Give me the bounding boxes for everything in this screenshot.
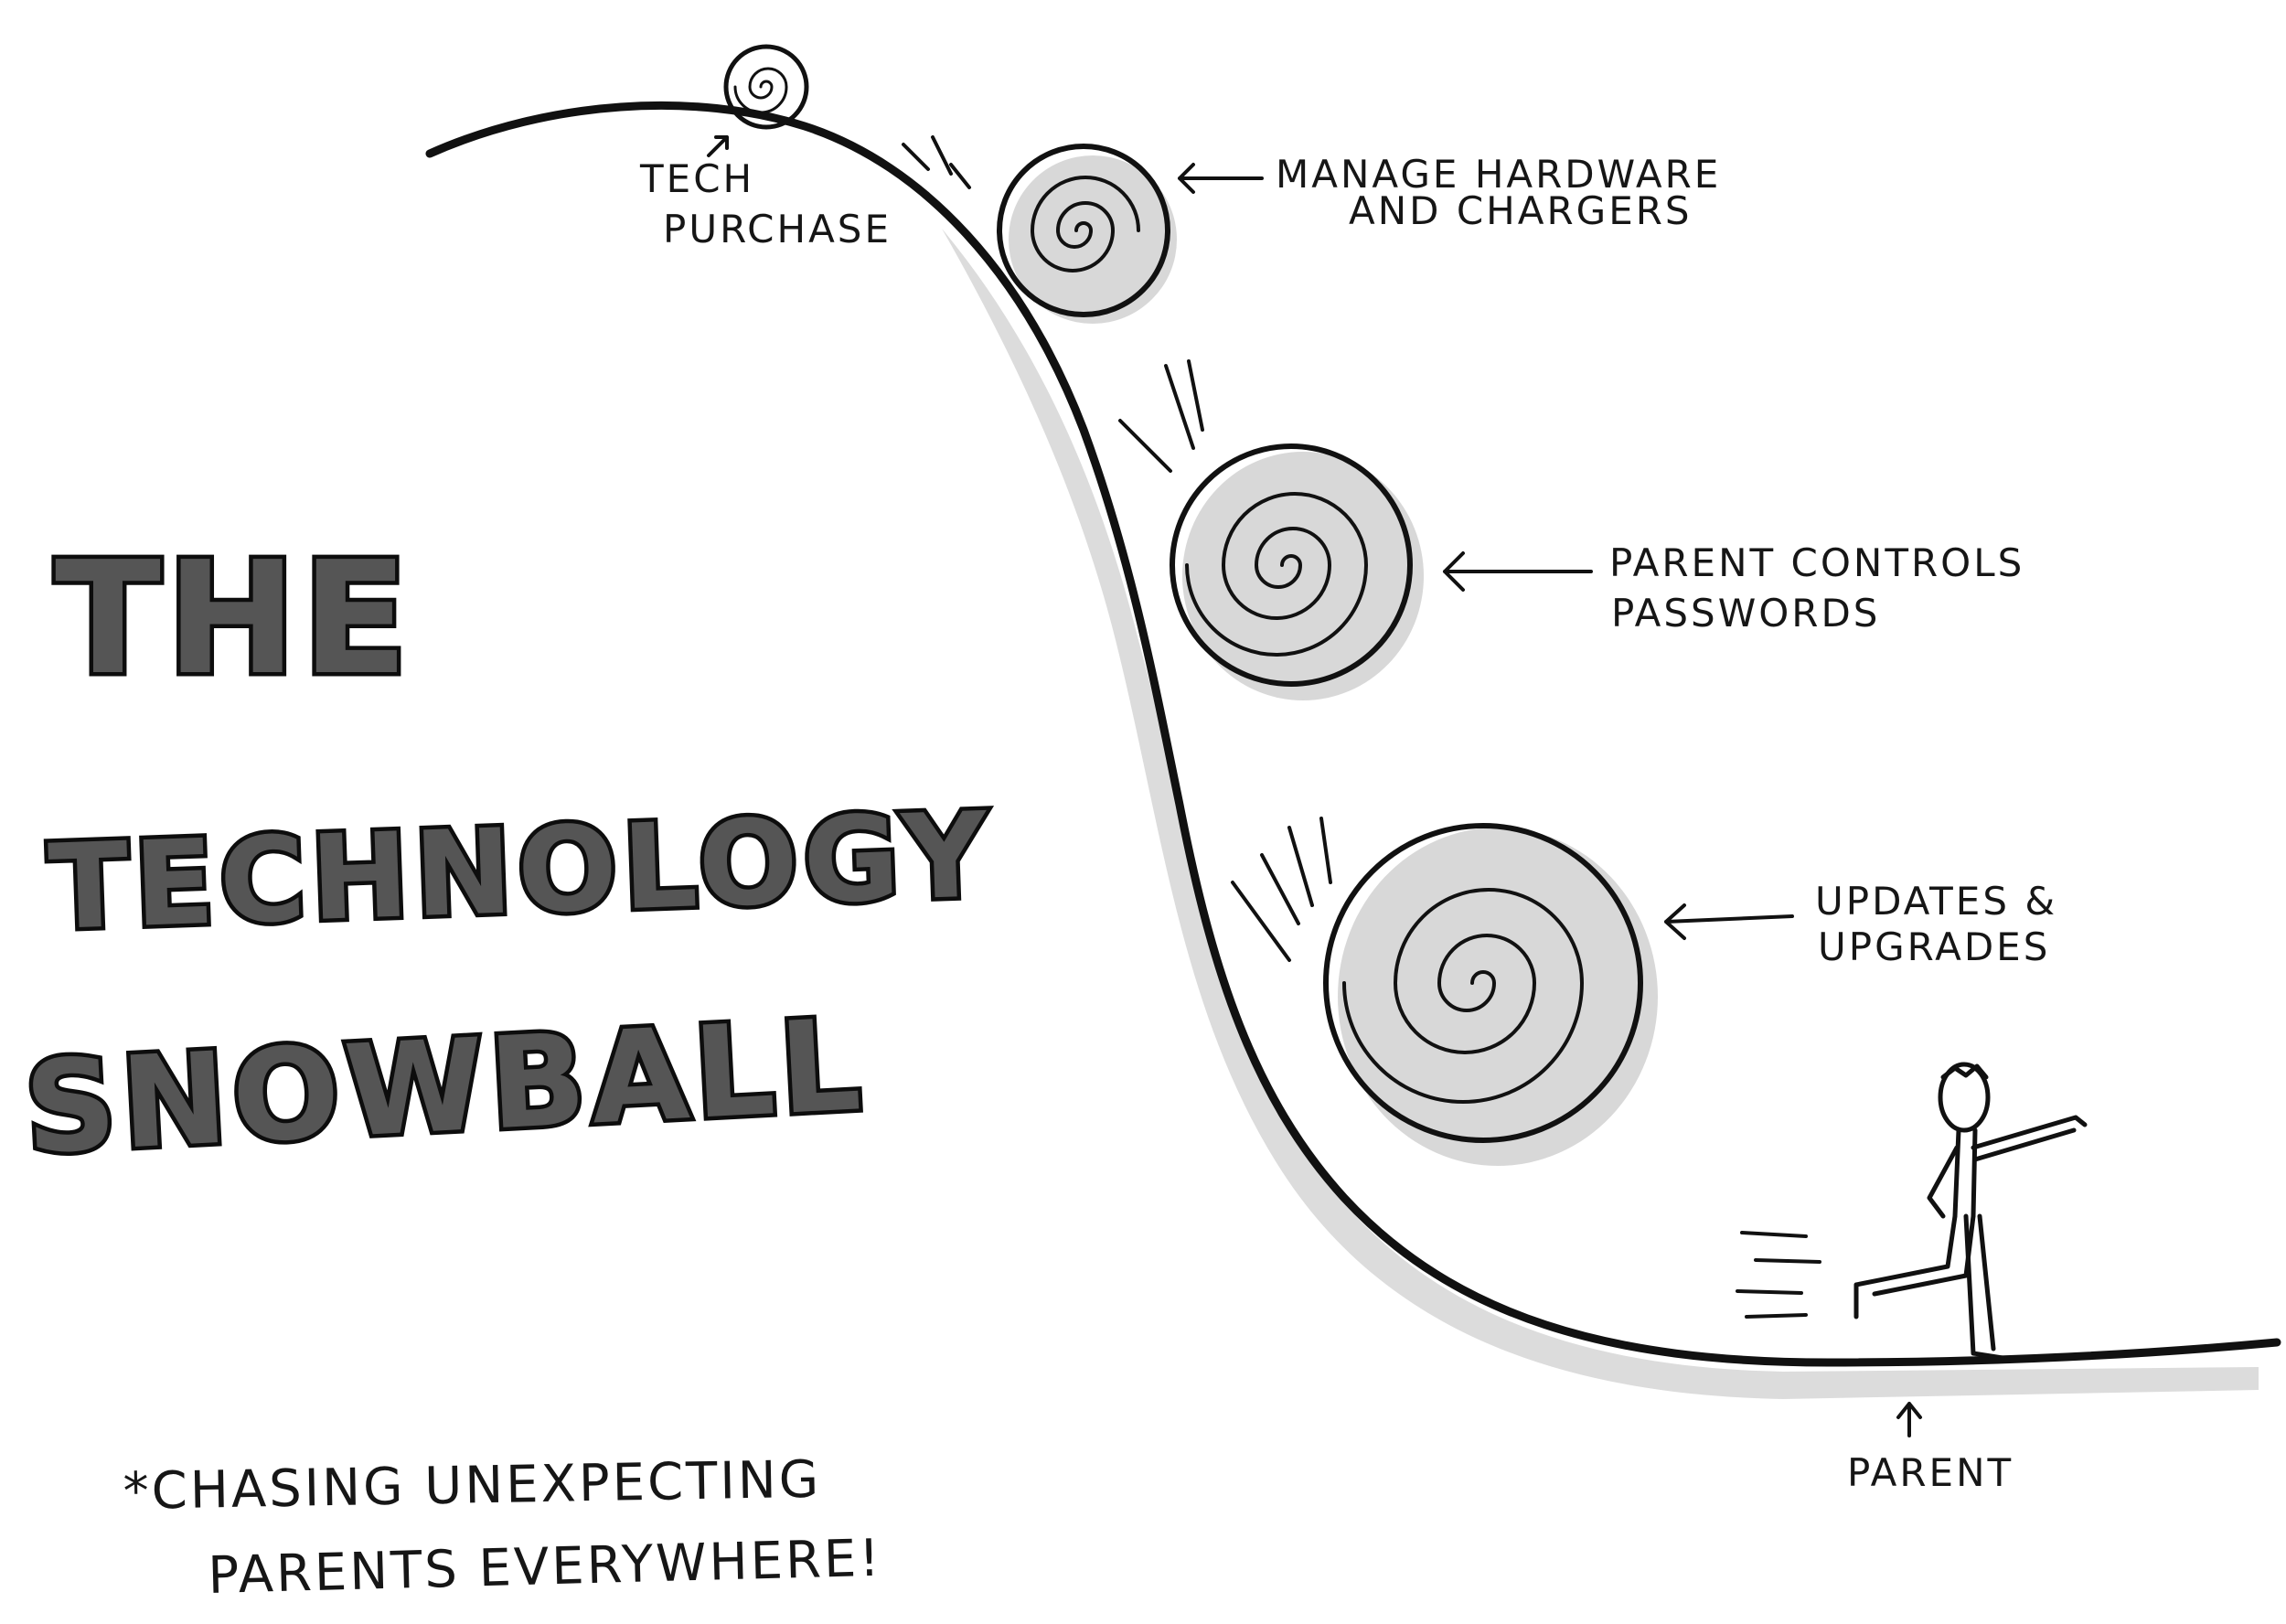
footnote-line-2: PARENTS EVERYWHERE! — [208, 1529, 883, 1606]
hardware-line-1: MANAGE HARDWARE — [1276, 152, 1721, 197]
title-line-1: THE — [55, 529, 413, 710]
title-line-3: SNOWBALL — [21, 991, 869, 1182]
updates-line-2: UPGRADES — [1818, 924, 2050, 969]
tech-purchase-line-2: PURCHASE — [663, 207, 892, 251]
hill-shadow — [942, 229, 2259, 1399]
title-line-2: TECHNOLOGY — [47, 787, 995, 956]
updates-line-1: UPDATES & — [1815, 879, 2057, 924]
parent-figure — [1736, 1062, 2088, 1361]
label-controls: PARENT CONTROLS PASSWORDS — [1443, 540, 2024, 636]
hill-line — [425, 101, 2281, 1367]
controls-line-1: PARENT CONTROLS — [1609, 540, 2024, 585]
footnote-line-1: *CHASING UNEXPECTING — [123, 1450, 822, 1522]
label-tech-purchase: TECH PURCHASE — [639, 135, 892, 251]
snowball-tech-purchase — [723, 44, 809, 130]
tech-purchase-line-1: TECH — [639, 156, 754, 201]
label-updates: UPDATES & UPGRADES — [1664, 879, 2057, 969]
label-parent: PARENT — [1847, 1402, 2014, 1495]
snowball-controls — [1118, 359, 1424, 700]
parent-label: PARENT — [1847, 1450, 2014, 1495]
snowball-hardware — [902, 135, 1177, 324]
hill — [425, 101, 2281, 1399]
label-hardware: MANAGE HARDWARE AND CHARGERS — [1178, 152, 1721, 233]
footnote: *CHASING UNEXPECTING PARENTS EVERYWHERE! — [123, 1450, 882, 1606]
controls-line-2: PASSWORDS — [1611, 591, 1880, 636]
snowball-updates — [1231, 817, 1658, 1166]
title: THE TECHNOLOGY SNOWBALL — [17, 525, 999, 1187]
hardware-line-2: AND CHARGERS — [1349, 188, 1693, 233]
